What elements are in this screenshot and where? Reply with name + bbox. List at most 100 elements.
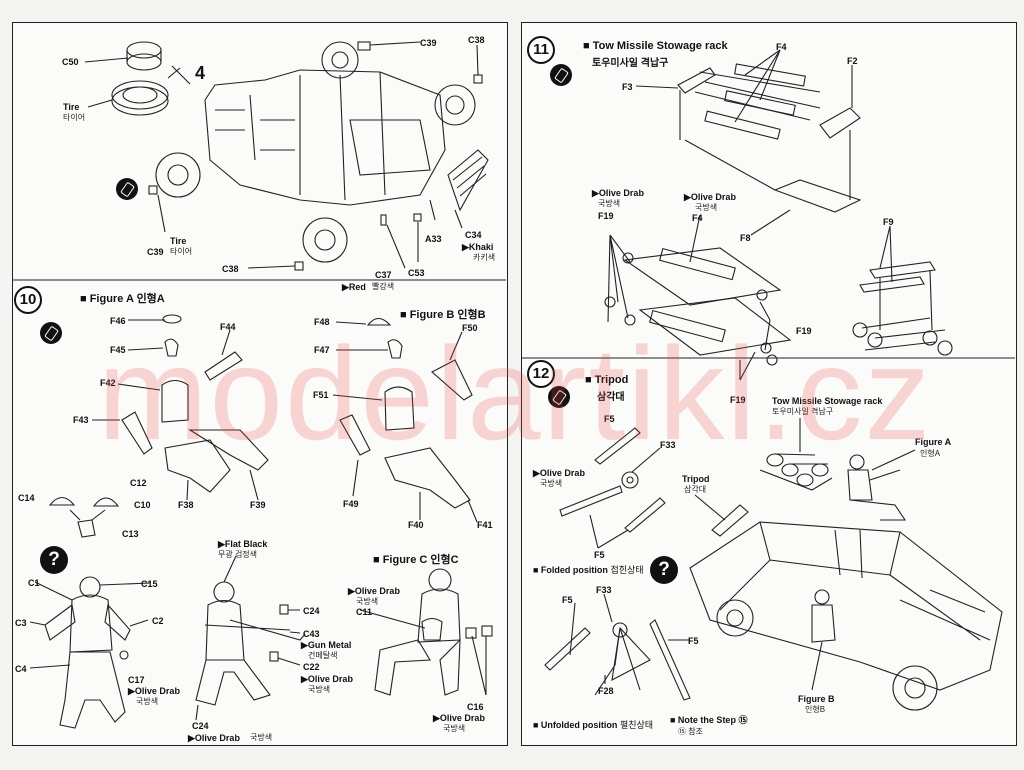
folded-caption-en: ■ Folded position [533,565,608,575]
figure-c-title-ko: 인형C [430,554,459,566]
part-label: F19 [796,326,812,336]
paint-color-ko: 국방색 [356,597,379,606]
part-label: F40 [408,520,424,530]
rack-label: Tow Missile Stowage rack [772,396,883,406]
figure-c-title-en: ■ Figure C [373,554,428,566]
paint-color-ko: 국방색 [308,685,331,694]
part-label: F43 [73,415,89,425]
rack-label-ko: 토우미사일 격납구 [772,407,834,416]
part-label: C14 [18,493,35,503]
part-label: C15 [141,579,158,589]
paint-color: ▶Khaki [462,242,494,252]
part-label: C24 [192,721,209,731]
part-label: C43 [303,629,320,639]
paint-color: ▶Gun Metal [301,640,352,650]
part-label: C50 [62,57,79,67]
paint-icon [548,386,570,408]
part-label: F9 [883,217,894,227]
figure-b-title: ■ Figure B 인형B [400,306,486,322]
part-label: F5 [688,636,699,646]
right-instruction-panel [521,22,1017,746]
part-label: Tire [63,102,80,112]
part-label: F41 [477,520,493,530]
figure-a-title-ko: 인형A [136,293,165,305]
part-label: C38 [468,35,485,45]
part-label: C10 [134,500,151,510]
figure-b-title-en: ■ Figure B [400,309,455,321]
paint-color: ▶Olive Drab [301,674,353,684]
paint-color-ko: 국방색 [540,479,563,488]
part-label: F8 [740,233,751,243]
paint-color: ▶Red [342,282,366,292]
part-label: A33 [425,234,442,244]
paint-color: ▶Olive Drab [433,713,485,723]
step-11-number: 11 [527,36,555,64]
part-label: C39 [420,38,437,48]
paint-color-ko: 빨강색 [372,282,395,291]
paint-color-ko: 국방색 [250,733,273,742]
part-label: C3 [15,618,27,628]
part-label: F33 [596,585,612,595]
question-icon: ? [40,546,68,574]
paint-color-ko: 국방색 [598,199,621,208]
part-label: F44 [220,322,236,332]
part-label: F19 [598,211,614,221]
figure-a-label: Figure A [915,437,952,447]
left-instruction-panel [12,22,508,746]
paint-color-ko: 건메탈색 [308,651,338,660]
part-label: F50 [462,323,478,333]
paint-color: ▶Olive Drab [684,192,736,202]
tripod-label: Tripod [682,474,710,484]
note-step: ■ Note the Step ⑮ [670,715,748,725]
figure-c-title: ■ Figure C 인형C [373,551,459,567]
part-label: F5 [562,595,573,605]
step-4-number: 4 [195,63,206,83]
part-label: C2 [152,616,164,626]
paint-icon [550,64,572,86]
part-label: F3 [622,82,633,92]
part-label: F33 [660,440,676,450]
paint-icon [40,322,62,344]
unfolded-caption-ko: 펼친상태 [619,720,654,730]
figure-a-title: ■ Figure A 인형A [80,290,165,306]
part-label: F2 [847,56,858,66]
figure-b-label-ko: 인형B [805,705,826,714]
part-label: C13 [122,529,139,539]
note-step-ko: ⑮ 참조 [678,727,703,736]
part-label: F5 [594,550,605,560]
step-11-title-ko: 토우미사일 격납구 [592,58,669,69]
part-label: F49 [343,499,359,509]
step-12-title-ko: 삼각대 [597,392,625,403]
part-label: F46 [110,316,126,326]
paint-color-ko: 국방색 [136,697,159,706]
part-label: F38 [178,500,194,510]
part-label: F45 [110,345,126,355]
step-11-title: ■ Tow Missile Stowage rack [583,40,728,52]
paint-color: ▶Olive Drab [592,188,644,198]
part-label: C34 [465,230,482,240]
paint-color-ko: 국방색 [443,724,466,733]
part-label: C16 [467,702,484,712]
unfolded-caption-en: ■ Unfolded position [533,720,618,730]
figure-b-title-ko: 인형B [457,309,486,321]
unfolded-caption: ■ Unfolded position 펼친상태 [533,720,653,730]
part-label: C11 [356,607,373,617]
paint-icon [116,178,138,200]
paint-color: ▶Olive Drab [348,586,400,596]
part-label: C24 [303,606,320,616]
part-label: C22 [303,662,320,672]
part-label: F28 [598,686,614,696]
part-label: Tire [170,236,187,246]
part-label: F42 [100,378,116,388]
part-label: F19 [730,395,746,405]
paint-color: ▶Olive Drab [128,686,180,696]
paint-color-ko: 카키색 [473,253,496,262]
part-label: C12 [130,478,147,488]
part-label: F5 [604,414,615,424]
part-label: C17 [128,675,145,685]
part-label-ko: 타이어 [170,247,193,256]
step-12-title: ■ Tripod [585,374,629,386]
part-label: F47 [314,345,330,355]
part-label: C37 [375,270,392,280]
